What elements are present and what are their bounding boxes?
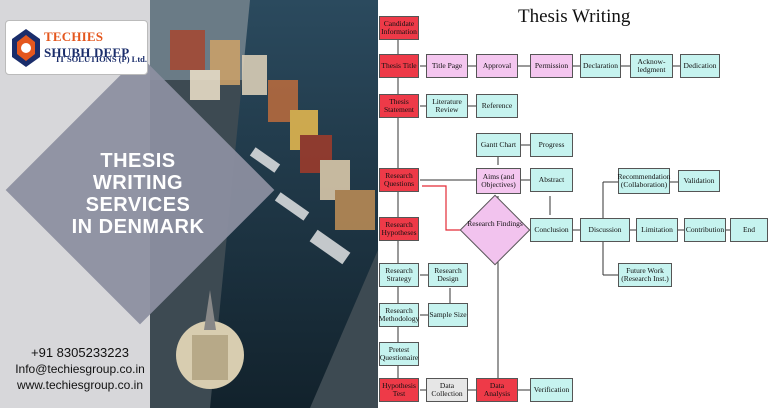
banner-line-1: THESIS [100,150,176,172]
node-analysis: Data Analysis [476,378,518,402]
banner-line-4: IN DENMARK [71,216,205,238]
node-gantt: Gantt Chart [476,133,521,157]
flowchart-title: Thesis Writing [518,6,631,27]
node-declaration: Declaration [580,54,621,78]
node-future: Future Work (Research Inst.) [618,263,672,287]
node-permission: Permission [530,54,573,78]
node-design: Research Design [428,263,468,287]
node-sample: Sample Size [428,303,468,327]
node-end: End [730,218,768,242]
node-hypo-test: Hypothesis Test [379,378,419,402]
node-aims: Aims (and Objectives) [476,168,521,194]
contact-block: +91 8305233223 Info@techiesgroup.co.in w… [0,345,160,393]
logo-brand-a: TECHIES [44,29,104,44]
banner-line-3: SERVICES [85,194,191,216]
node-contribution: Contribution [684,218,726,242]
node-abstract: Abstract [530,168,573,192]
logo-emblem-icon [12,29,40,67]
node-hypotheses: Research Hypotheses [379,217,419,241]
node-reference: Reference [476,94,518,118]
logo-brand-b: SHUBH DEEP [44,45,130,60]
node-lit-review: Literature Review [426,94,468,118]
node-pretest: Pretest Questionaire [379,342,419,366]
node-title-page: Title Page [426,54,468,78]
email-address[interactable]: Info@techiesgroup.co.in [15,362,145,376]
node-recommendation: Recommendation (Collaboration) [618,168,670,194]
city-photo [150,0,378,408]
node-acknowledgement: Acknow-ledgment [630,54,673,78]
node-validation: Validation [678,170,720,192]
node-limitation: Limitation [636,218,678,242]
flowchart: Thesis Writing Candidate Information The… [378,0,768,408]
node-collection: Data Collection [426,378,468,402]
node-candidate: Candidate Information [379,16,419,40]
node-approval: Approval [476,54,518,78]
node-thesis-title: Thesis Title [379,54,419,78]
node-questions: Research Questions [379,168,419,192]
node-verification: Verification [530,378,573,402]
node-progress: Progress [530,133,573,157]
logo-subtitle: IT SOLUTIONS (P) Ltd. [56,54,148,64]
node-methodology: Research Methodology [379,303,419,327]
node-conclusion: Conclusion [530,218,573,242]
banner-heading: THESIS WRITING SERVICES IN DENMARK [48,150,228,238]
node-strategy: Research Strategy [379,263,419,287]
logo-brand: TECHIES SHUBH DEEP [44,29,147,61]
phone-number[interactable]: +91 8305233223 [31,345,129,360]
node-discussion: Discussion [580,218,630,242]
website-url[interactable]: www.techiesgroup.co.in [16,378,144,392]
company-logo[interactable]: TECHIES SHUBH DEEP IT SOLUTIONS (P) Ltd. [5,20,148,75]
node-statement: Thesis Statement [379,94,419,118]
banner-line-2: WRITING [92,172,184,194]
node-findings: Research Findings [467,219,523,228]
node-dedication: Dedication [680,54,720,78]
